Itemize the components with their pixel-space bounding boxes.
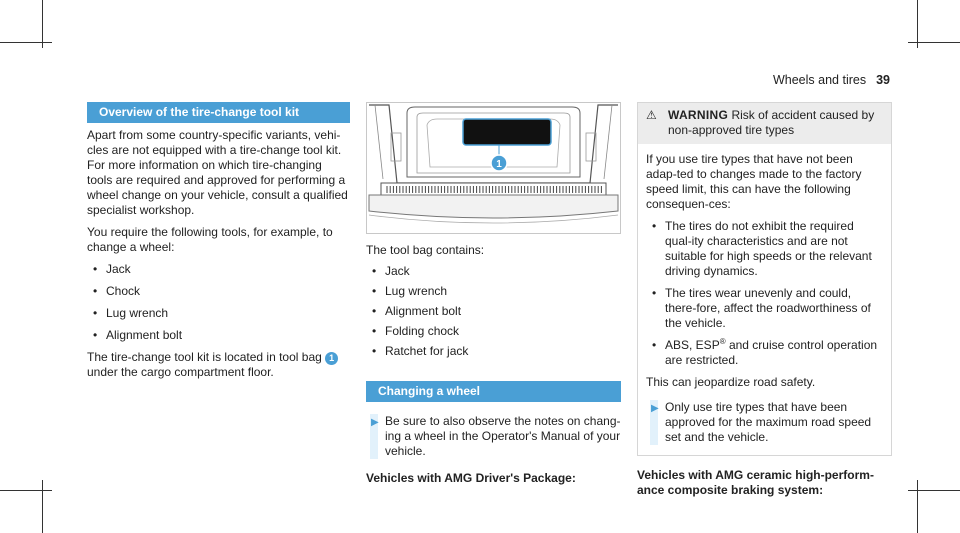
registered-mark: ® — [719, 337, 726, 346]
instruction-text: Only use tire types that have been appro… — [665, 400, 872, 444]
warning-title: Risk of accident caused by non-approved … — [668, 108, 875, 137]
callout-badge: 1 — [325, 352, 339, 365]
crop-mark — [42, 480, 43, 533]
list-item: Jack — [87, 262, 350, 277]
consequence-list: The tires do not exhibit the required qu… — [646, 219, 883, 368]
note-box: ▶ Be sure to also observe the notes on c… — [366, 414, 621, 459]
cargo-compartment-figure: 1 — [366, 102, 621, 234]
tool-list: Jack Chock Lug wrench Alignment bolt — [87, 262, 350, 343]
crop-mark — [908, 42, 960, 43]
page-number: 39 — [876, 73, 890, 87]
crop-mark — [917, 0, 918, 48]
list-item: Folding chock — [366, 324, 621, 339]
warning-icon: ⚠ — [646, 108, 657, 122]
list-item: The tires do not exhibit the required qu… — [646, 219, 883, 279]
warning-header: ⚠ WARNING Risk of accident caused by non… — [638, 103, 891, 144]
ceramic-brake-heading: Vehicles with AMG ceramic high-perform-a… — [637, 468, 874, 497]
warning-text: If you use tire types that have not been… — [646, 152, 862, 211]
list-item: Alignment bolt — [366, 304, 621, 319]
section-heading-changing-wheel: Changing a wheel — [366, 381, 621, 402]
crop-mark — [0, 490, 52, 491]
location-text-start: The tire-change tool kit is located in t… — [87, 350, 322, 364]
list-item: Alignment bolt — [87, 328, 350, 343]
note-text: Be sure to also observe the notes on cha… — [385, 414, 621, 458]
list-item: ABS, ESP® and cruise control operation a… — [646, 338, 883, 368]
bag-contains-text: The tool bag contains: — [366, 243, 485, 257]
cruise-control-text: and cruise control operation are restric… — [665, 338, 878, 367]
list-item: Chock — [87, 284, 350, 299]
warning-box: ⚠ WARNING Risk of accident caused by non… — [637, 102, 892, 456]
instruction-box: ▶ Only use tire types that have been app… — [646, 400, 883, 445]
warning-body: If you use tire types that have not been… — [638, 144, 891, 455]
amg-drivers-package-heading: Vehicles with AMG Driver's Package: — [366, 471, 576, 485]
list-item: Ratchet for jack — [366, 344, 621, 359]
hazard-text: This can jeopardize road safety. — [646, 375, 816, 389]
cargo-compartment-illustration: 1 — [367, 103, 620, 233]
intro-text: Apart from some country-specific variant… — [87, 128, 348, 217]
warning-header-text: WARNING Risk of accident caused by non-a… — [646, 108, 883, 138]
list-item: The tires wear unevenly and could, there… — [646, 286, 883, 331]
column-1: Overview of the tire-change tool kit Apa… — [87, 102, 350, 387]
list-item: Jack — [366, 264, 621, 279]
arrow-right-icon: ▶ — [651, 403, 659, 414]
arrow-right-icon: ▶ — [371, 417, 379, 428]
column-3: ⚠ WARNING Risk of accident caused by non… — [637, 102, 892, 498]
figure-callout: 1 — [496, 159, 502, 170]
location-text-end: under the cargo compartment floor. — [87, 365, 274, 379]
list-item: Lug wrench — [366, 284, 621, 299]
location-text: The tire-change tool kit is located in t… — [87, 350, 350, 380]
crop-mark — [917, 480, 918, 533]
crop-mark — [0, 42, 52, 43]
column-2: 1 The tool bag contains: Jack Lug wrench… — [366, 102, 621, 486]
crop-mark — [42, 0, 43, 48]
requirement-text: You require the following tools, for exa… — [87, 225, 333, 254]
abs-esp-text: ABS, ESP — [665, 338, 720, 352]
section-heading-tool-kit: Overview of the tire-change tool kit — [87, 102, 350, 123]
section-title: Wheels and tires — [772, 73, 867, 87]
crop-mark — [908, 490, 960, 491]
page-header: Wheels and tires 39 — [773, 73, 890, 87]
list-item: Lug wrench — [87, 306, 350, 321]
warning-label: WARNING — [668, 108, 729, 122]
bag-item-list: Jack Lug wrench Alignment bolt Folding c… — [366, 264, 621, 359]
